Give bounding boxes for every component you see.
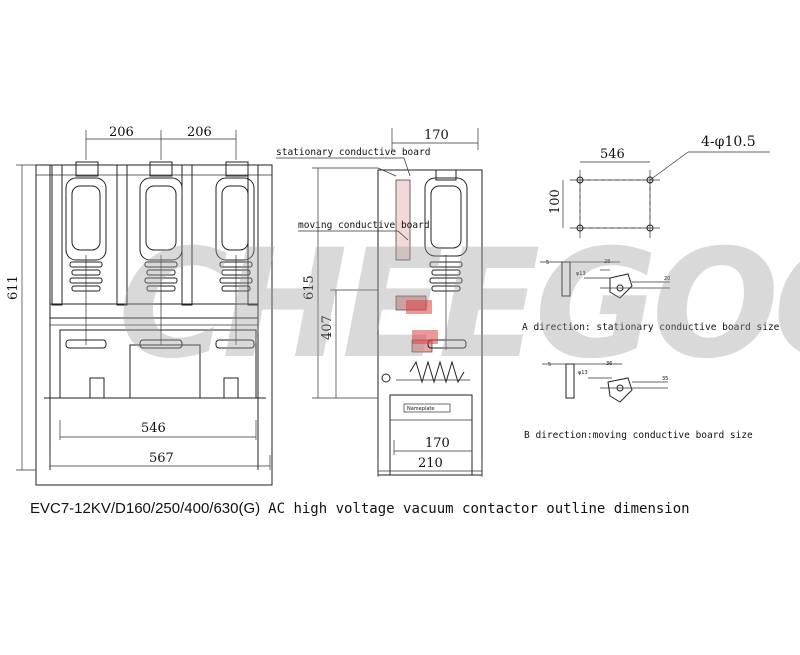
svg-text:35: 35 — [662, 376, 668, 382]
dim-inner-width: 546 — [141, 421, 166, 436]
dim-mount-width: 546 — [600, 147, 625, 162]
side-view: Nameplate stationary conductive board mo… — [276, 128, 483, 477]
svg-text:φ13: φ13 — [578, 370, 588, 376]
detail-a-caption: A direction: stationary conductive board… — [522, 322, 780, 333]
dim-mount-height: 100 — [548, 189, 563, 214]
caption-description: AC high voltage vacuum contactor outline… — [268, 501, 690, 517]
dim-pole-pitch-left: 206 — [109, 125, 134, 140]
svg-text:φ13: φ13 — [576, 271, 586, 277]
hole-spec: 4-φ10.5 — [701, 134, 756, 150]
pole-1 — [65, 161, 107, 349]
watermark: CHEEGOO — [118, 218, 800, 392]
dim-side-bottom-inner: 170 — [425, 436, 450, 451]
svg-text:20: 20 — [664, 276, 670, 282]
watermark-accent-2 — [412, 330, 438, 344]
detail-b: φ13 5 36 35 B direction:moving conductiv… — [524, 361, 753, 441]
model-number: EVC7-12KV/D160/250/400/630(G) — [30, 500, 261, 517]
dim-side-bottom-outer: 210 — [418, 456, 443, 471]
svg-text:28: 28 — [604, 259, 610, 265]
dim-side-total-height: 615 — [302, 275, 317, 300]
detail-b-caption: B direction:moving conductive board size — [524, 430, 753, 441]
label-stationary-board: stationary conductive board — [276, 147, 430, 158]
watermark-accent — [406, 300, 432, 314]
dim-outer-width: 567 — [149, 451, 174, 466]
label-moving-board: moving conductive board — [298, 220, 430, 231]
front-view: 206 206 611 546 567 — [6, 125, 273, 486]
svg-text:36: 36 — [606, 361, 612, 367]
dim-front-height: 611 — [6, 275, 21, 300]
figure-caption: EVC7-12KV/D160/250/400/630(G) AC high vo… — [30, 500, 690, 518]
dim-pole-pitch-right: 206 — [187, 125, 212, 140]
dim-side-top-depth: 170 — [424, 128, 449, 143]
mounting-view: 546 100 4-φ10.5 — [548, 134, 770, 238]
svg-text:Nameplate: Nameplate — [407, 406, 434, 412]
dim-side-lower-height: 407 — [320, 315, 335, 340]
detail-a: φ13 5 28 20 A direction: stationary cond… — [522, 259, 780, 333]
svg-text:5: 5 — [548, 362, 551, 368]
svg-text:5: 5 — [546, 260, 549, 266]
